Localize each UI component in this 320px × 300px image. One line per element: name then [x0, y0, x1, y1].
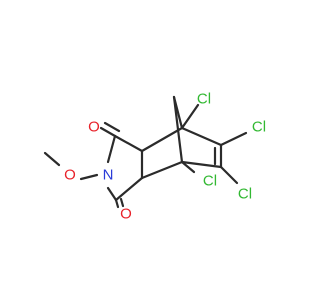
bond-carbonyl-top-double-a: [99, 126, 117, 138]
bond-carbonyl-top-to-ring-carbon: [113, 134, 144, 153]
atom-label-oxygen-top: O: [88, 119, 100, 136]
bond-to-cl-bridgehead-top: [180, 103, 200, 130]
bonds: [43, 95, 248, 209]
bond-ring-top-to-bridgehead-top: [140, 126, 184, 153]
atom-label-chlorine-bridgehead-top: Cl: [197, 91, 211, 108]
atom-label-chlorine-vinyl-bottom: Cl: [238, 186, 252, 203]
bond-to-cl-vinyl-bottom: [219, 165, 239, 185]
bond-carbonyl-top-to-n: [106, 134, 117, 164]
bond-n-to-carbonyl-bottom: [106, 186, 118, 202]
bond-carbonyl-bottom-double-a: [114, 198, 120, 209]
chemical-structure-diagram: O N O O Cl Cl Cl Cl: [43, 91, 266, 223]
bond-bridgehead-bottom-to-vinyl-bottom: [180, 160, 223, 169]
bond-methylene-to-bridgehead-bottom: [172, 95, 184, 164]
atom-label-oxygen-methoxy: O: [64, 167, 76, 184]
atom-labels: O N O O Cl Cl Cl Cl: [64, 91, 266, 223]
atom-label-chlorine-vinyl-top: Cl: [252, 119, 266, 136]
bond-ring-carbon-to-carbonyl-bottom: [114, 176, 144, 202]
bond-ring-bottom-to-bridgehead-bottom: [140, 160, 184, 180]
bond-carbonyl-top-double-b: [103, 121, 121, 133]
bond-to-cl-vinyl-top: [219, 131, 248, 147]
bond-bridgehead-top-to-vinyl-top: [180, 126, 223, 147]
atom-label-nitrogen: N: [103, 167, 114, 184]
bond-n-to-methoxy-o: [79, 173, 99, 181]
atom-label-chlorine-bridgehead-bottom: Cl: [203, 173, 217, 190]
atom-label-oxygen-bottom: O: [120, 206, 132, 223]
bond-carbonyl-bottom-double-b: [119, 197, 125, 208]
bond-to-cl-bridgehead-bottom: [180, 160, 196, 174]
bond-methoxy-o-to-methyl: [43, 151, 61, 167]
